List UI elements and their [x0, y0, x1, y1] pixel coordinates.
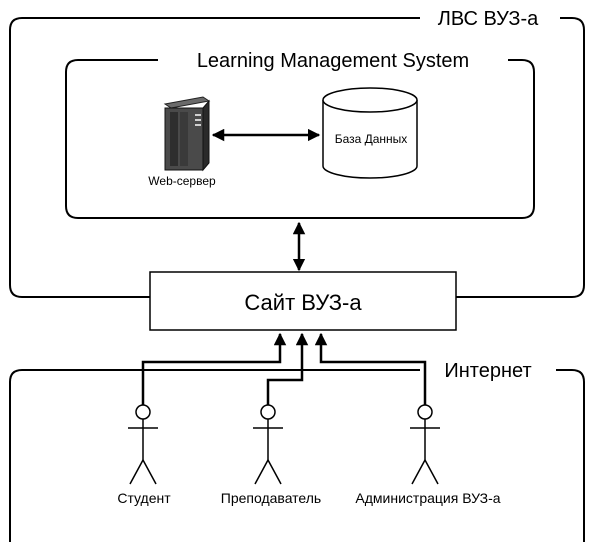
admin-label: Администрация ВУЗ-а: [355, 490, 500, 506]
web-server-label: Web-сервер: [148, 174, 216, 188]
lms-label: Learning Management System: [197, 50, 469, 72]
site-box: [149, 271, 457, 331]
student-arrow: [141, 332, 287, 405]
admin-stick-figure-icon: [410, 404, 440, 485]
student-label: Студент: [117, 490, 171, 506]
teacher-label: Преподаватель: [221, 490, 321, 506]
lan-label-backdrop: [434, 8, 543, 30]
lan-label: ЛВС ВУЗ-а: [438, 8, 539, 30]
internet-label-backdrop: [441, 360, 535, 382]
internet-label: Интернет: [444, 360, 531, 382]
student-stick-figure-icon: [128, 404, 158, 485]
lms-boundary: [65, 59, 535, 219]
database-label: База Данных: [335, 132, 408, 146]
server-icon: [163, 96, 211, 172]
site-label: Сайт ВУЗ-а: [244, 290, 362, 315]
lms-label-backdrop: [193, 50, 473, 72]
teacher-arrow: [266, 332, 309, 405]
database-cylinder-icon: [322, 87, 418, 179]
internet-boundary: [9, 369, 585, 542]
admin-arrow: [314, 332, 427, 405]
teacher-stick-figure-icon: [253, 404, 283, 485]
lan-boundary: [9, 17, 585, 298]
